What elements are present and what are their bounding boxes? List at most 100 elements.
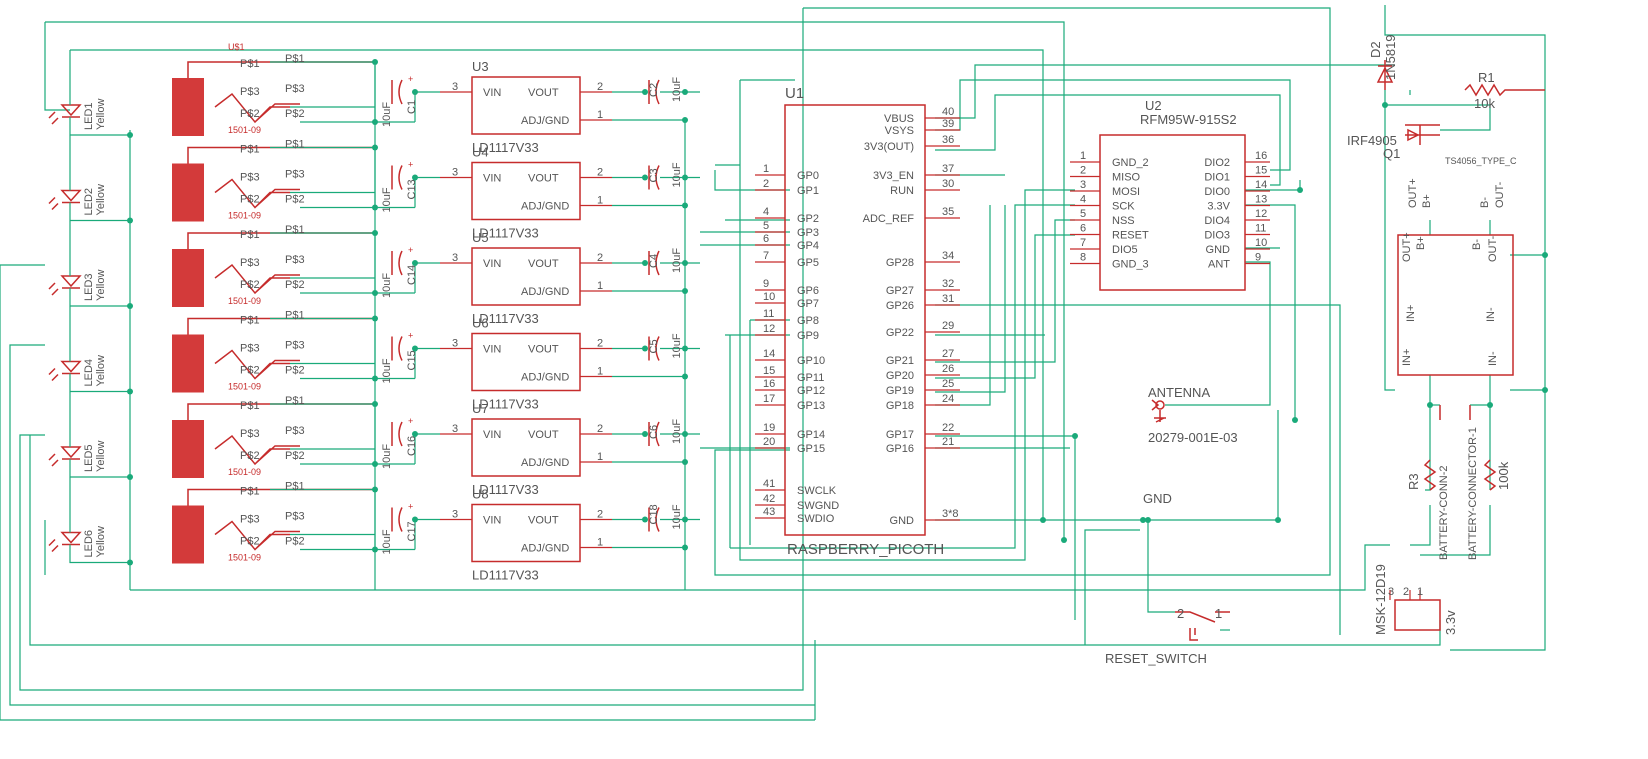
regulator-body <box>471 247 581 306</box>
svg-text:2: 2 <box>1403 586 1409 598</box>
battery-body <box>172 163 204 222</box>
svg-text:B-: B- <box>1471 239 1483 250</box>
pico-pin-name: GP27 <box>886 285 914 297</box>
junction <box>682 459 688 465</box>
bh-p2b: P$2 <box>285 108 305 120</box>
bh-part: 1501-09 <box>228 296 261 306</box>
battery-contacts <box>187 61 375 124</box>
rfm-pin-name: GND <box>1206 244 1231 256</box>
regulator-ref: U3 <box>472 59 489 74</box>
bh-part: 1501-09 <box>228 211 261 221</box>
junction <box>127 559 133 566</box>
regulator-pin1: 1 <box>597 537 603 549</box>
pico-pin-num: 11 <box>763 308 774 320</box>
junction <box>372 401 378 407</box>
output-cap-value: 10uF <box>671 77 683 102</box>
bh-p3b: P$3 <box>285 511 305 523</box>
junction <box>1292 417 1298 423</box>
pico-pin-num: 16 <box>763 378 775 390</box>
regulator-pin1: 1 <box>597 195 603 207</box>
regulator-vout: VOUT <box>528 173 559 185</box>
junction <box>1382 102 1388 108</box>
junction <box>682 89 688 95</box>
svg-text:1: 1 <box>1417 586 1423 598</box>
junction <box>372 204 378 211</box>
pico-pin-num: 27 <box>942 348 954 360</box>
pico-pin-num: 43 <box>763 506 775 518</box>
input-capacitor <box>391 507 403 532</box>
regulator-vin: VIN <box>483 515 501 527</box>
led-symbol <box>48 104 82 125</box>
junction <box>1542 387 1548 393</box>
pico-pin-name: GP9 <box>797 330 819 342</box>
bh-p2: P$2 <box>240 279 260 291</box>
junction <box>412 345 418 352</box>
pico-pin-name: GP8 <box>797 315 819 327</box>
pico-name: RASPBERRY_PICOTH <box>787 541 944 558</box>
rfm-pin-num: 7 <box>1080 237 1086 249</box>
rfm-pin-name: 3.3V <box>1207 201 1230 213</box>
regulator-pins <box>440 347 612 378</box>
pico-pin-name: GP2 <box>797 213 819 225</box>
cap-plus: + <box>408 331 413 341</box>
junction <box>682 431 688 437</box>
pico-pin-name: GP10 <box>797 355 825 367</box>
input-capacitor <box>391 165 403 190</box>
input-cap-ref: C1 <box>406 100 418 114</box>
battery-wires <box>270 403 415 465</box>
led-wire <box>69 221 130 307</box>
output-cap-value: 10uF <box>671 162 683 187</box>
pico-pin-name: SWGND <box>797 500 839 512</box>
pico-pin-num: 29 <box>942 320 954 332</box>
bh-part: 1501-09 <box>228 467 261 477</box>
led-ref: LED6 <box>83 530 95 558</box>
regulator-vin: VIN <box>483 87 501 99</box>
regulator-body <box>471 503 581 563</box>
junction <box>1145 517 1151 523</box>
svg-text:1: 1 <box>1215 606 1222 621</box>
junction <box>412 89 418 95</box>
cap-plus: + <box>408 416 413 426</box>
svg-text:OUT-: OUT- <box>1487 235 1499 262</box>
pico-pin-num: 6 <box>763 233 769 245</box>
junction <box>127 474 133 480</box>
output-capacitor <box>648 79 660 105</box>
battery-body <box>172 420 204 478</box>
battery-body <box>172 505 204 564</box>
bh-p1b: P$1 <box>285 310 305 322</box>
junction <box>682 544 688 551</box>
junction <box>1297 187 1303 193</box>
rfm-pin-num: 16 <box>1255 150 1267 162</box>
pico-pin-name: GP1 <box>797 185 819 197</box>
bh-p1b: P$1 <box>285 224 305 236</box>
reg-wire <box>414 347 440 379</box>
junction <box>372 315 378 322</box>
regulator-part: LD1117V33 <box>472 311 539 326</box>
bh-p2: P$2 <box>240 194 260 206</box>
led-wire <box>69 306 130 393</box>
regulator-vout: VOUT <box>528 344 559 356</box>
regulator-vout: VOUT <box>528 87 559 99</box>
cap-plus: + <box>408 74 413 84</box>
led-symbol <box>48 446 82 467</box>
antenna: ANTENNA 20279-001E-03 <box>1148 385 1238 445</box>
led-symbol <box>48 360 82 382</box>
input-cap-ref: C17 <box>406 521 418 541</box>
junction <box>1040 517 1046 523</box>
pico-pin-num: 22 <box>942 422 954 434</box>
regulator-pin3: 3 <box>452 338 458 350</box>
output-capacitor <box>648 165 660 190</box>
battery-wires <box>270 488 415 551</box>
junction <box>642 89 648 95</box>
pico-pin-num: 30 <box>942 178 954 190</box>
pico-pin-num: 25 <box>942 378 954 390</box>
output-cap-value: 10uF <box>671 504 683 529</box>
junction <box>642 516 648 523</box>
input-cap-value: 10uF <box>381 529 393 554</box>
resistor-r3: R3 100k BATTERY-CONN-2 BATTERY-CONNECTOR… <box>1406 405 1511 560</box>
